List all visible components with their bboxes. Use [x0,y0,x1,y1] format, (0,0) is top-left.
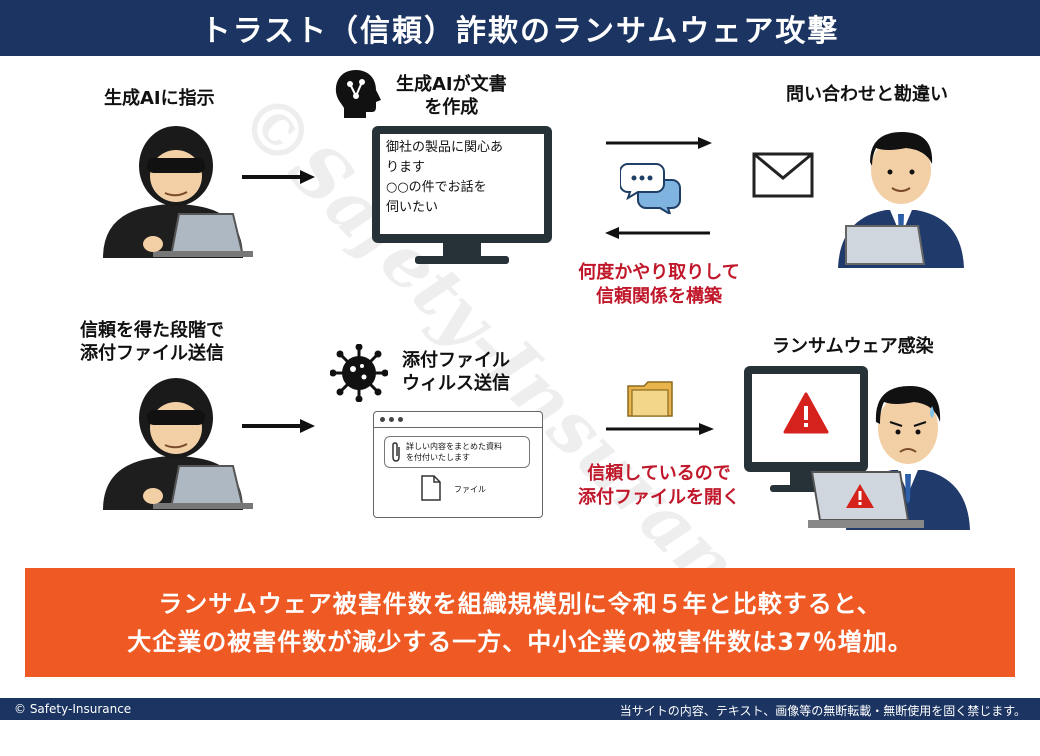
businessman-figure [838,132,964,268]
file-label: ファイル [454,485,486,494]
hacker-figure [103,378,253,510]
attachment-message: 詳しい内容をまとめた資料を付付いたします [384,436,530,468]
monitor-icon: 御社の製品に関心あります ○○の件でお話を伺いたい [372,126,552,243]
arrow-left-icon [605,227,710,239]
step-infection-label: ランサムウェア感染 [772,336,934,357]
footer-copyright: © Safety-Insurance [14,702,132,716]
arrow-right-icon [242,170,315,184]
monitor-icon [744,366,868,472]
paperclip-icon [392,442,400,462]
note-exchange: 何度かやり取りして信頼関係を構築 [578,262,740,307]
laptop-icon [808,471,924,528]
title-bar: トラスト（信頼）詐欺のランサムウェア攻撃 [0,0,1040,56]
summary-line: ランサムウェア被害件数を組織規模別に令和５年と比較すると、 [158,589,882,618]
footer: © Safety-Insurance 当サイトの内容、テキスト、画像等の無断転載… [0,698,1040,720]
hacker-figure [103,126,253,258]
chat-bubble-icon [620,163,681,214]
warning-icon [783,392,829,434]
step-ai-instruct-label: 生成AIに指示 [104,88,215,109]
step-inquiry-label: 問い合わせと勘違い [786,84,948,105]
virus-icon [330,344,388,402]
monitor-base [770,485,842,492]
step-trust-gain-label: 信頼を得た段階で添付ファイル送信 [80,320,224,364]
file-icon [421,475,441,501]
arrow-right-icon [606,423,714,435]
footer-notice: 当サイトの内容、テキスト、画像等の無断転載・無断使用を固く禁じます。 [619,704,1026,718]
mail-window: 詳しい内容をまとめた資料を付付いたします ファイル [373,411,543,518]
step-ai-generate-label: 生成AIが文書を作成 [396,74,507,118]
note-open: 信頼しているので添付ファイルを開く [578,463,740,508]
monitor-message: 御社の製品に関心あります ○○の件でお話を伺いたい [386,140,504,215]
arrow-right-icon [242,419,315,433]
page-title: トラスト（信頼）詐欺のランサムウェア攻撃 [200,14,840,49]
folder-icon [627,381,673,417]
monitor-stand [443,243,481,257]
summary-banner: ランサムウェア被害件数を組織規模別に令和５年と比較すると、 大企業の被害件数が減… [25,568,1015,677]
envelope-icon [752,152,814,198]
step-attach-virus-label: 添付ファイルウィルス送信 [402,350,510,394]
summary-line: 大企業の被害件数が減少する一方、中小企業の被害件数は37％増加。 [127,627,913,656]
arrow-right-icon [606,137,712,149]
monitor-base [415,256,509,264]
window-titlebar [374,412,542,428]
ai-head-icon [335,70,381,118]
